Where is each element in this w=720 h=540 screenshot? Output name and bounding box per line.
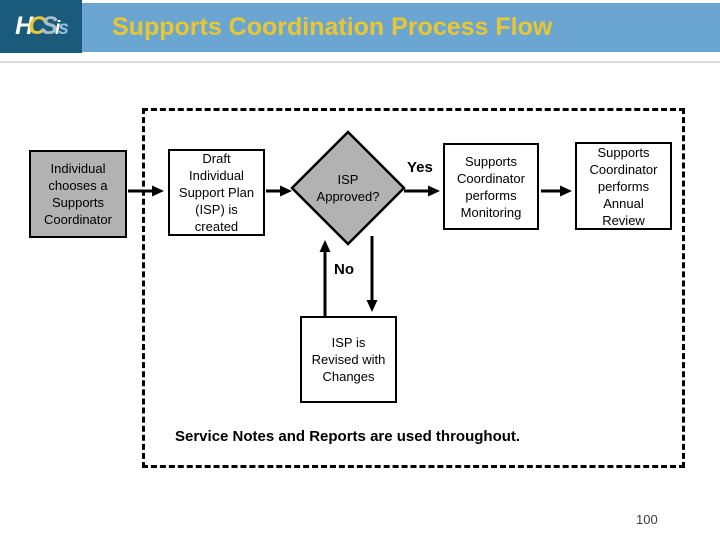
node-line: created [194,219,239,234]
arrowhead-decision-to-revise [366,300,378,312]
node-isp-approved-decision: ISP Approved? [300,161,396,215]
node-line: ISP is [331,335,366,350]
footer-note: Service Notes and Reports are used throu… [175,428,521,445]
hcsis-logo-text: HCSis [15,12,69,40]
logo-letter: S [41,12,58,40]
arrowhead-decision-to-monitoring [428,185,440,197]
node-line: Individual [189,168,244,183]
node-line: Coordinator [589,161,658,177]
node-coordinator-monitoring: Supports Coordinator performs Monitoring [443,143,539,230]
node-isp-revised: ISP is Revised with Changes [300,316,397,403]
node-line: Annual [603,195,644,211]
title-bar: Supports Coordination Process Flow [82,3,720,52]
logo-letter: i [54,18,60,39]
hcsis-logo: HCSis [0,0,82,53]
node-line: Revised with [311,352,386,367]
page-title: Supports Coordination Process Flow [112,13,553,41]
arrowhead-choose-to-draft [152,185,164,197]
node-line: Draft [202,151,231,166]
logo-letter: H [15,12,33,40]
arrowhead-revise-to-decision [319,240,331,252]
logo-letter: C [28,12,46,40]
decision-diamond-shape [290,130,406,246]
process-boundary-frame [142,108,685,468]
node-line: Supports [597,144,650,160]
node-line: Individual [50,161,106,176]
node-line: performs [597,178,650,194]
node-coordinator-annual-review: Supports Coordinator performs Annual Rev… [575,142,672,230]
node-line: Changes [322,369,375,384]
node-line: Monitoring [460,204,522,220]
page-number: 100 [636,512,658,527]
logo-letter: s [58,18,68,39]
node-line: chooses a [48,178,108,193]
node-line: Supports [464,153,518,169]
node-line: Support Plan [178,185,255,200]
node-draft-isp-created: Draft Individual Support Plan (ISP) is c… [168,149,265,236]
header-divider [0,61,720,63]
node-line: Coordinator [44,212,112,227]
branch-label-no: No [334,261,354,278]
node-line: Approved? [316,189,380,204]
node-line: Coordinator [457,170,525,186]
node-line: Review [602,212,645,228]
node-line: ISP [337,172,359,187]
arrowhead-monitoring-to-annual [560,185,572,197]
node-line: performs [465,187,517,203]
node-line: (ISP) is [195,202,238,217]
arrowhead-draft-to-decision [280,185,292,197]
branch-label-yes: Yes [407,159,433,176]
node-individual-chooses-coordinator: Individual chooses a Supports Coordinato… [29,150,127,238]
node-line: Supports [51,195,105,210]
